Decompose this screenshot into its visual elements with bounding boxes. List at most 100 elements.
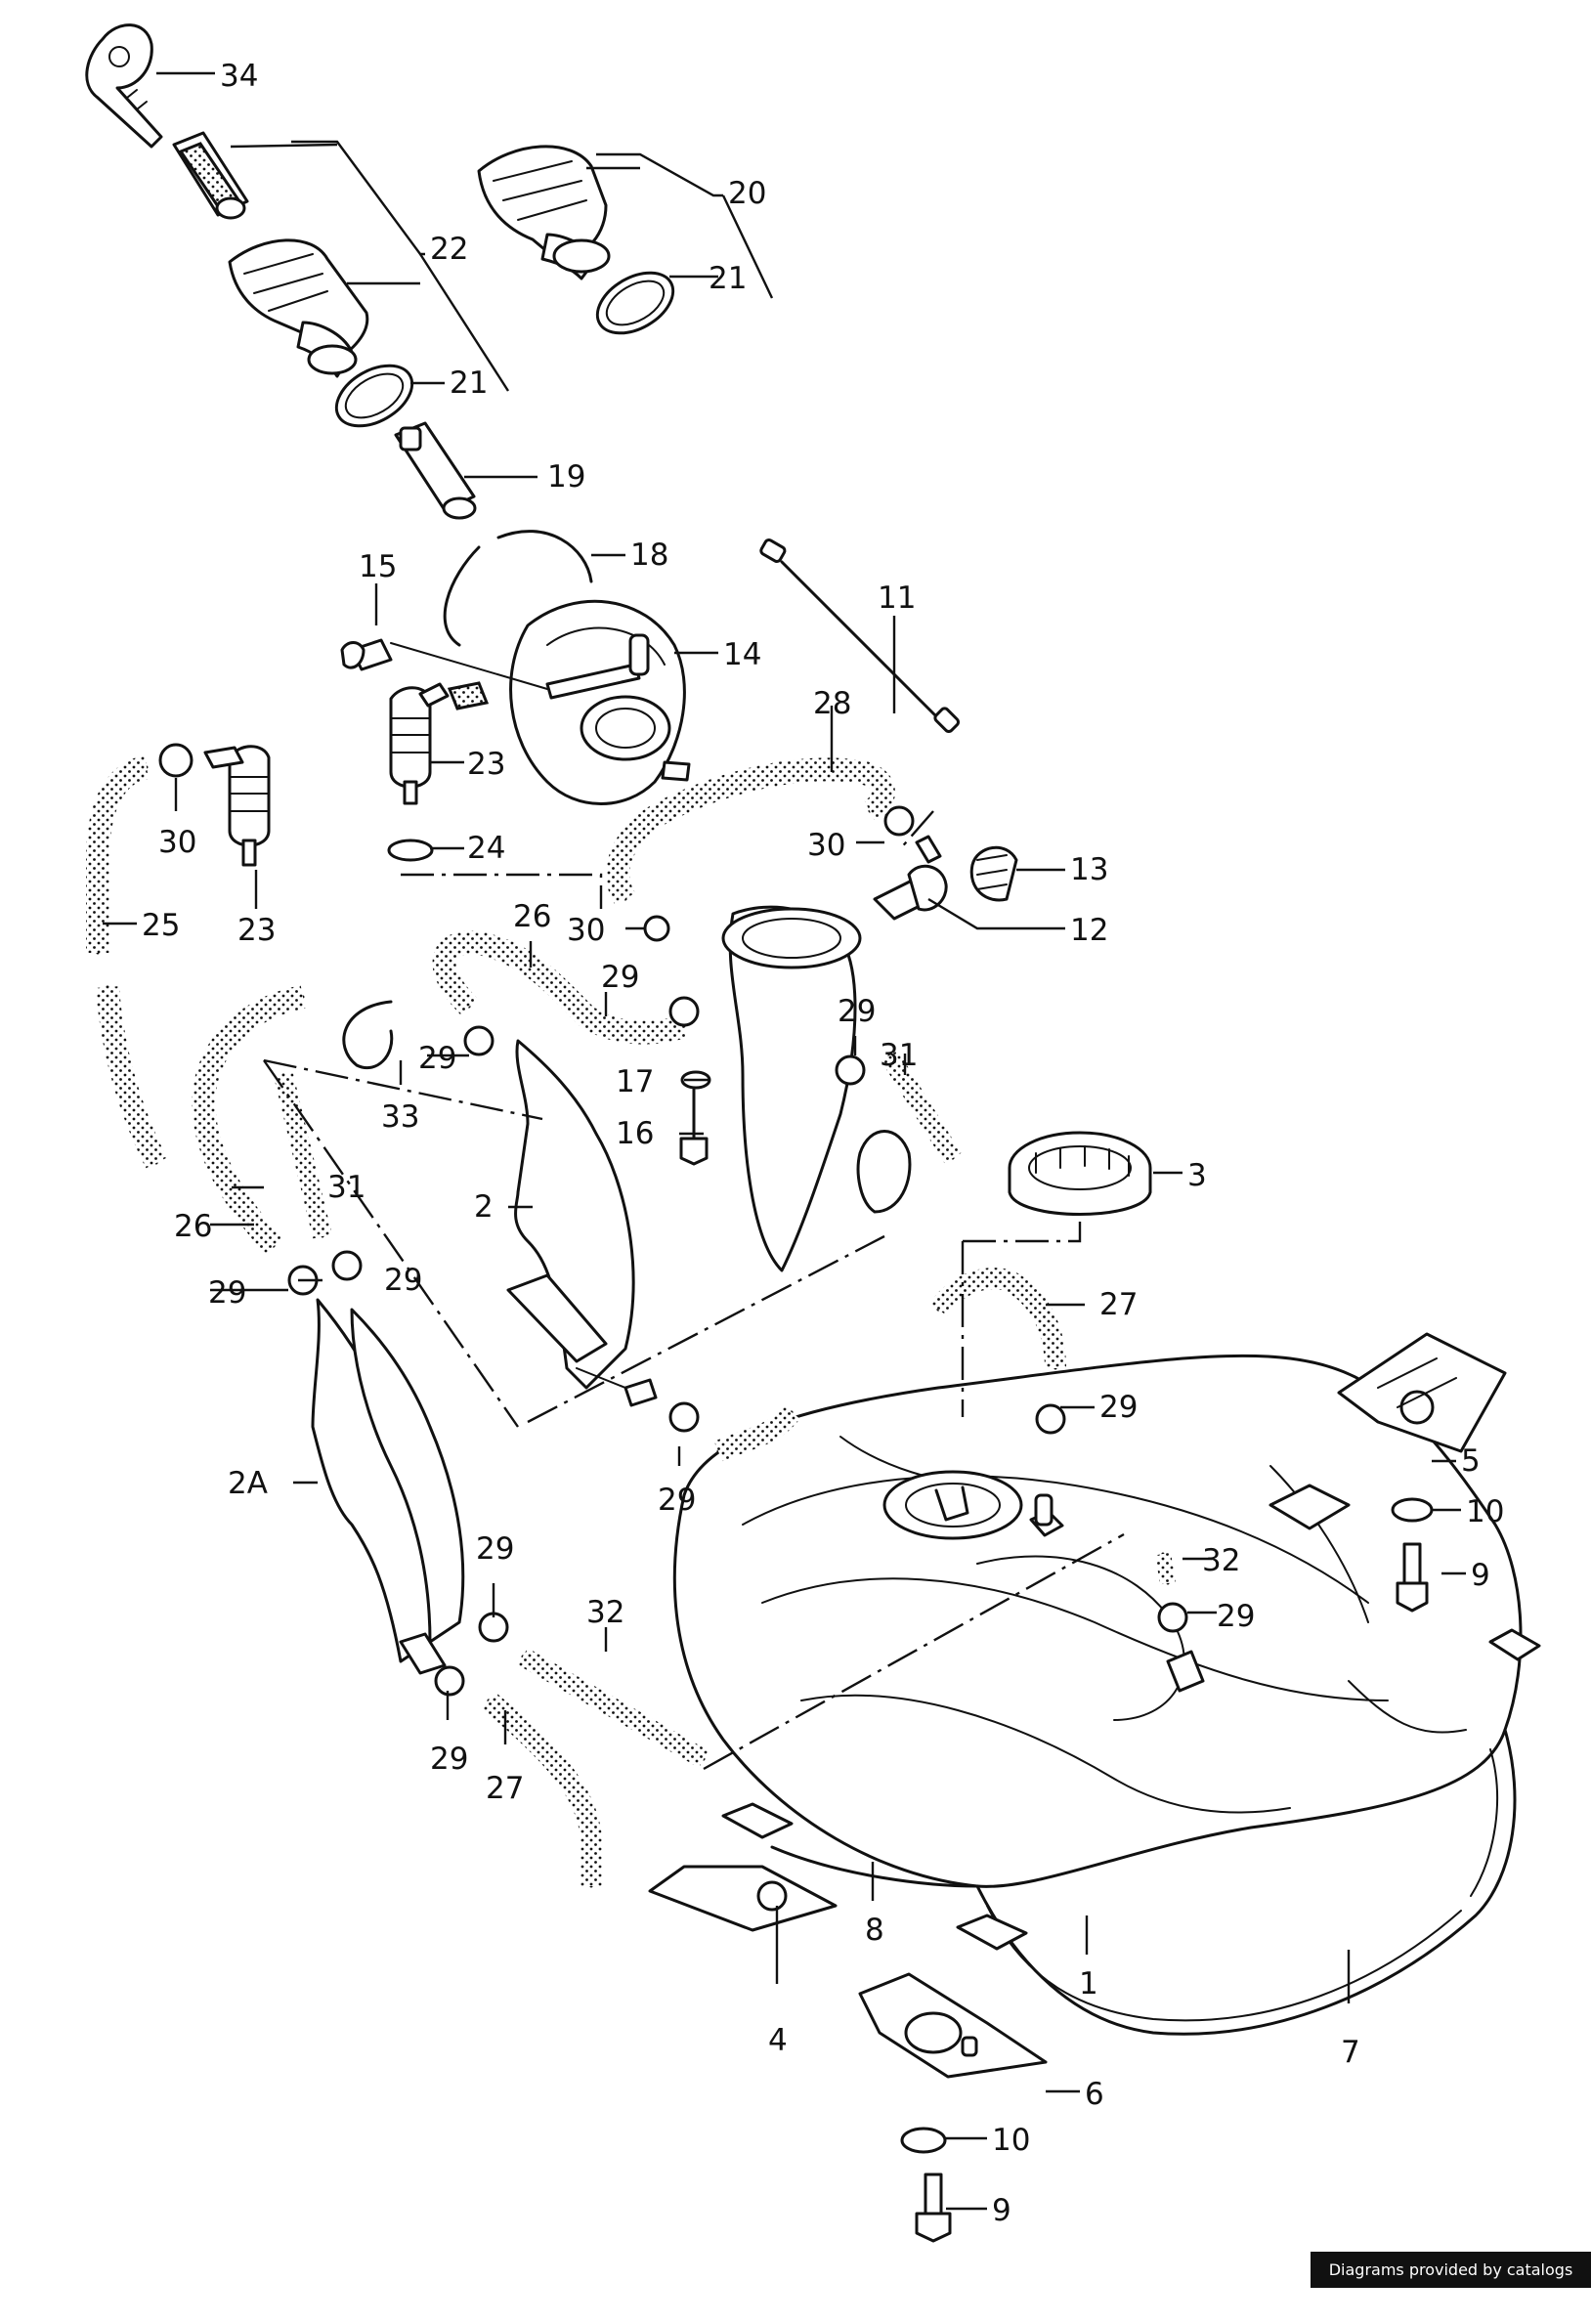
hose-short-lower xyxy=(713,1404,800,1462)
callout-27-lower: 27 xyxy=(486,1771,524,1806)
callout-8: 8 xyxy=(865,1913,884,1948)
hose-clamps-29 xyxy=(287,996,1188,1697)
fuel-tank xyxy=(672,1354,1541,2036)
filler-cap-22 xyxy=(228,238,369,378)
cap-13 xyxy=(969,845,1018,902)
callout-29-i-left: 29 xyxy=(476,1531,514,1567)
hose-27-upper xyxy=(928,1268,1066,1370)
filler-neck-2A xyxy=(311,1298,465,1675)
key-34 xyxy=(85,23,163,149)
hose-27-lower xyxy=(481,1692,602,1888)
callout-2: 2 xyxy=(474,1189,494,1225)
washer-10-bottom xyxy=(900,2127,947,2154)
callout-20: 20 xyxy=(728,176,766,211)
callout-5: 5 xyxy=(1461,1443,1481,1479)
callout-26-upper: 26 xyxy=(513,899,551,934)
callout-9-bottom: 9 xyxy=(992,2193,1011,2228)
callout-23-center: 23 xyxy=(467,747,505,782)
callout-6: 6 xyxy=(1085,2077,1104,2112)
leader-lines xyxy=(103,71,1466,2211)
callout-30-right: 30 xyxy=(807,828,845,863)
clamp-ring-18 xyxy=(443,545,481,647)
callout-27-upper: 27 xyxy=(1099,1287,1138,1322)
callout-10-right: 10 xyxy=(1466,1494,1504,1529)
seal-21-left xyxy=(334,364,414,428)
callout-16: 16 xyxy=(616,1116,654,1151)
hose-25 xyxy=(86,755,167,1169)
callout-18: 18 xyxy=(630,538,668,573)
callout-34: 34 xyxy=(220,59,258,94)
callout-31-left: 31 xyxy=(327,1170,366,1205)
callout-29-f: 29 xyxy=(1099,1390,1138,1425)
hose-26-lower xyxy=(192,985,306,1254)
filler-cap-20 xyxy=(477,145,611,280)
clip-30-right xyxy=(883,805,915,837)
callout-23-left: 23 xyxy=(237,913,276,948)
filler-cup xyxy=(721,905,912,1272)
connector-19 xyxy=(394,421,477,520)
callout-29-a: 29 xyxy=(601,960,639,995)
callout-29-e: 29 xyxy=(384,1263,422,1298)
hose-32-lower xyxy=(518,1648,709,1768)
bolt-9-bottom xyxy=(915,2173,952,2243)
callout-29-h: 29 xyxy=(1217,1599,1255,1634)
seal-24 xyxy=(387,839,434,862)
screw-16 xyxy=(679,1088,709,1166)
callout-28: 28 xyxy=(813,686,851,721)
callout-21-right: 21 xyxy=(709,261,747,296)
bracket-5 xyxy=(1337,1332,1507,1453)
callout-29-c: 29 xyxy=(418,1041,456,1076)
callout-9-right: 9 xyxy=(1471,1558,1490,1593)
callout-labels: 34 20 22 21 21 19 18 15 14 11 28 23 24 3… xyxy=(142,59,1504,2228)
clip-30-left xyxy=(158,743,194,778)
callout-32-lower: 32 xyxy=(586,1595,624,1630)
callout-11: 11 xyxy=(878,581,916,616)
callout-31-right: 31 xyxy=(880,1038,918,1073)
valve-12 xyxy=(873,835,948,921)
callout-12: 12 xyxy=(1070,913,1108,948)
callout-14: 14 xyxy=(723,637,761,672)
hose-31-right xyxy=(881,1050,962,1164)
callout-29-d: 29 xyxy=(208,1275,246,1311)
callout-3: 3 xyxy=(1187,1158,1207,1193)
bolt-15 xyxy=(340,638,393,671)
callout-29-bottom: 29 xyxy=(430,1742,468,1777)
callout-33: 33 xyxy=(381,1099,419,1135)
callout-29-b: 29 xyxy=(838,994,876,1029)
alignment-lines xyxy=(263,810,1125,1771)
callout-10-bottom: 10 xyxy=(992,2123,1030,2158)
valve-23-left xyxy=(203,745,271,867)
bolt-9-right xyxy=(1396,1542,1429,1613)
bracket-6 xyxy=(858,1972,1048,2079)
clamp-33 xyxy=(342,1000,394,1069)
hose-31-left xyxy=(274,1072,332,1239)
seal-21-right xyxy=(595,271,675,335)
callout-25: 25 xyxy=(142,908,180,943)
callout-15: 15 xyxy=(359,549,397,584)
tank-strap-8 xyxy=(770,1845,979,1888)
wire-11 xyxy=(759,538,960,733)
hose-26-upper xyxy=(432,930,688,1045)
credit-banner: Diagrams provided by catalogs parts xyxy=(1311,2252,1591,2315)
callout-17: 17 xyxy=(616,1064,654,1099)
callout-7: 7 xyxy=(1341,2035,1360,2070)
callout-1: 1 xyxy=(1079,1966,1098,2001)
callout-2A: 2A xyxy=(228,1466,268,1501)
filler-neck-2 xyxy=(506,1039,658,1407)
lock-cylinder xyxy=(172,131,249,220)
callout-19: 19 xyxy=(547,459,585,495)
callout-4: 4 xyxy=(768,2023,788,2058)
clip-30-center xyxy=(643,915,670,942)
filler-housing-14 xyxy=(509,599,691,805)
callout-29-g: 29 xyxy=(658,1483,696,1518)
washer-10-right xyxy=(1391,1497,1434,1523)
callout-32-upper: 32 xyxy=(1202,1543,1240,1578)
valve-23-center xyxy=(389,681,490,805)
locking-ring-3 xyxy=(1008,1131,1152,1216)
bracket-4 xyxy=(648,1865,838,1932)
callout-26-lower: 26 xyxy=(174,1209,212,1244)
callout-24: 24 xyxy=(467,831,505,866)
hose-32-upper xyxy=(1155,1552,1176,1585)
callout-13: 13 xyxy=(1070,852,1108,887)
